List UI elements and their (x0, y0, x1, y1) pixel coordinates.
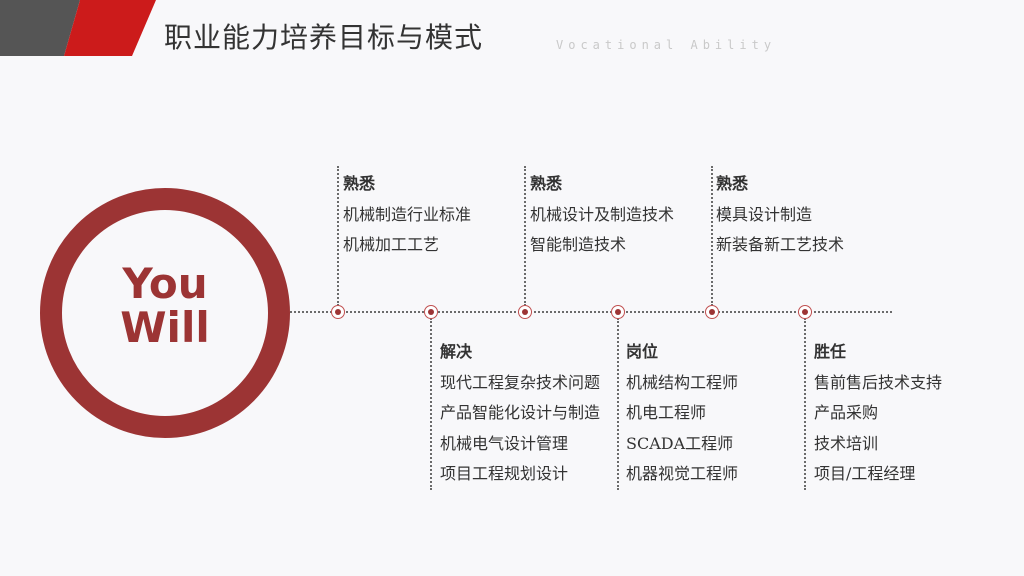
bottom-block-3-item: 技术培训 (814, 433, 879, 453)
top-block-2-item: 智能制造技术 (530, 235, 627, 254)
bottom-block-2-item: 机械结构工程师 (626, 372, 739, 392)
you-will-text: You Will (40, 262, 290, 350)
circle-line-2: Will (120, 303, 210, 352)
bottom-block-1: 解决 现代工程复杂技术问题 产品智能化设计与制造 机械电气设计管理 项目工程规划… (440, 337, 600, 490)
top-block-3-item: 新装备新工艺技术 (716, 235, 845, 254)
circle-line-1: You (122, 259, 208, 308)
top-block-2-heading: 熟悉 (530, 174, 563, 193)
bottom-block-2-item: 机器视觉工程师 (626, 464, 739, 483)
bottom-block-1-item: 机械电气设计管理 (440, 433, 569, 453)
top-block-3: 熟悉 模具设计制造 新装备新工艺技术 (716, 169, 844, 261)
page-subtitle: Vocational Ability (556, 38, 777, 52)
connector-top-2 (524, 166, 526, 306)
logo-gray-block (0, 0, 80, 56)
top-block-3-item: 模具设计制造 (716, 204, 813, 224)
bottom-block-2-item: 机电工程师 (626, 403, 707, 422)
bottom-block-1-item: 产品智能化设计与制造 (440, 403, 601, 422)
connector-bottom-1 (430, 318, 432, 490)
bottom-block-3-item: 项目/工程经理 (814, 464, 916, 483)
top-block-3-heading: 熟悉 (716, 174, 749, 193)
top-block-2: 熟悉 机械设计及制造技术 智能制造技术 (530, 169, 674, 261)
top-block-1-item: 机械加工工艺 (343, 235, 440, 254)
top-block-2-item: 机械设计及制造技术 (530, 204, 675, 224)
connector-top-3 (711, 166, 713, 306)
bottom-block-3-item: 产品采购 (814, 403, 879, 422)
timeline-node-6 (798, 305, 812, 319)
bottom-block-2-item: SCADA工程师 (626, 433, 734, 453)
timeline-node-4 (611, 305, 625, 319)
top-block-1-heading: 熟悉 (343, 174, 376, 193)
bottom-block-2-heading: 岗位 (626, 342, 659, 361)
bottom-block-1-heading: 解决 (440, 342, 473, 361)
bottom-block-2: 岗位 机械结构工程师 机电工程师 SCADA工程师 机器视觉工程师 (626, 337, 738, 490)
connector-top-1 (337, 166, 339, 306)
timeline-line (290, 311, 892, 313)
timeline-node-1 (331, 305, 345, 319)
timeline-node-3 (518, 305, 532, 319)
bottom-block-1-item: 现代工程复杂技术问题 (440, 372, 601, 392)
timeline-node-2 (424, 305, 438, 319)
top-block-1: 熟悉 机械制造行业标准 机械加工工艺 (343, 169, 471, 261)
bottom-block-3: 胜任 售前售后技术支持 产品采购 技术培训 项目/工程经理 (814, 337, 942, 490)
bottom-block-1-item: 项目工程规划设计 (440, 464, 569, 483)
logo-red-block (64, 0, 156, 56)
bottom-block-3-item: 售前售后技术支持 (814, 372, 943, 392)
bottom-block-3-heading: 胜任 (814, 342, 847, 361)
top-block-1-item: 机械制造行业标准 (343, 204, 472, 224)
connector-bottom-3 (804, 318, 806, 490)
connector-bottom-2 (617, 318, 619, 490)
brand-logo-shape (0, 0, 156, 56)
page-title: 职业能力培养目标与模式 (164, 21, 484, 54)
timeline-node-5 (705, 305, 719, 319)
